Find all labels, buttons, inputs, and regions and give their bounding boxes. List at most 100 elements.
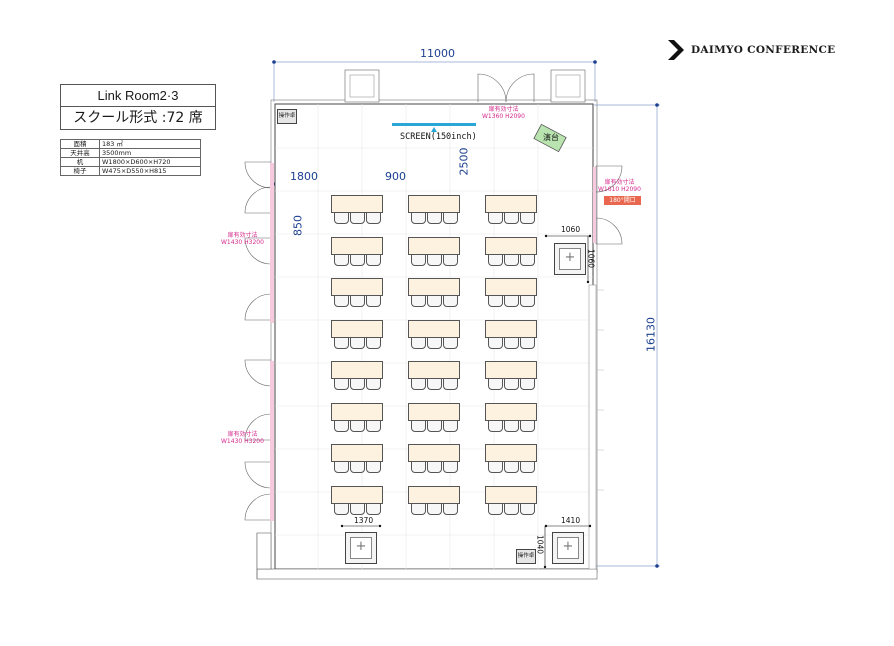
chair xyxy=(488,337,503,349)
chair xyxy=(443,212,458,224)
chair xyxy=(366,503,381,515)
spec-value: 3500mm xyxy=(99,148,201,158)
desk-top xyxy=(485,320,537,338)
chair xyxy=(443,337,458,349)
chair xyxy=(334,503,349,515)
desk-top xyxy=(485,195,537,213)
chair xyxy=(350,420,365,432)
chair xyxy=(443,378,458,390)
spec-label: 面積 xyxy=(60,139,100,149)
chair xyxy=(488,212,503,224)
chair xyxy=(488,420,503,432)
desk-unit xyxy=(331,237,383,266)
chair xyxy=(520,461,535,473)
chair xyxy=(427,420,442,432)
dimension-pillar-a-depth: 1060 xyxy=(586,248,596,269)
door-note-right: 扉有効寸法 W1610 H2090 xyxy=(598,179,641,193)
chair xyxy=(520,503,535,515)
dimension-pillar-c-width: 1410 xyxy=(561,516,581,525)
spec-value: W1800×D600×H720 xyxy=(99,157,201,167)
chair xyxy=(520,295,535,307)
chair xyxy=(443,420,458,432)
desk-top xyxy=(408,237,460,255)
desk-top xyxy=(331,444,383,462)
chair xyxy=(334,254,349,266)
chair xyxy=(366,337,381,349)
chair xyxy=(334,420,349,432)
chair xyxy=(427,461,442,473)
dimension-desk-depth: 850 xyxy=(291,215,305,236)
chair xyxy=(411,420,426,432)
stage-label: 演台 xyxy=(543,133,559,142)
desk-unit xyxy=(331,195,383,224)
pillar xyxy=(345,532,377,564)
chair xyxy=(366,420,381,432)
spec-label: 天井高 xyxy=(60,148,100,158)
chair xyxy=(443,254,458,266)
desk-top xyxy=(408,195,460,213)
desk-unit xyxy=(485,361,537,390)
chair xyxy=(504,337,519,349)
chair xyxy=(504,254,519,266)
door-note-size: W1610 H2090 xyxy=(598,186,641,193)
control-panel: 操作卓 xyxy=(277,109,297,124)
chair xyxy=(520,420,535,432)
door-opening-badge: 180°開口 xyxy=(604,196,641,205)
chair xyxy=(334,378,349,390)
dimension-pillar-c-depth: 1040 xyxy=(535,534,545,555)
chair xyxy=(366,212,381,224)
chair xyxy=(504,212,519,224)
dimension-screen-to-desk: 2500 xyxy=(457,147,471,176)
desk-top xyxy=(485,237,537,255)
desk-unit xyxy=(331,486,383,515)
chair xyxy=(334,461,349,473)
chair xyxy=(411,212,426,224)
chair xyxy=(427,337,442,349)
chair xyxy=(504,378,519,390)
desk-top xyxy=(408,486,460,504)
desk-unit xyxy=(485,403,537,432)
desk-top xyxy=(485,403,537,421)
chair xyxy=(350,212,365,224)
door-note-size: W1360 H2090 xyxy=(482,113,525,120)
chair xyxy=(427,503,442,515)
chair xyxy=(520,378,535,390)
dimension-total-width: 11000 xyxy=(420,47,455,60)
chair xyxy=(366,378,381,390)
spec-label: 椅子 xyxy=(60,166,100,176)
door-note-left-upper: 扉有効寸法 W1430 H3200 xyxy=(221,232,264,246)
pillar xyxy=(552,532,584,564)
desk-top xyxy=(331,278,383,296)
chair xyxy=(411,378,426,390)
desk-top xyxy=(331,486,383,504)
chair xyxy=(350,378,365,390)
desk-unit xyxy=(331,361,383,390)
desk-top xyxy=(331,195,383,213)
chair xyxy=(427,378,442,390)
chair xyxy=(350,461,365,473)
brand-logo-icon xyxy=(668,40,684,60)
chair xyxy=(504,503,519,515)
desk-unit xyxy=(485,237,537,266)
chair xyxy=(366,461,381,473)
door-note-title: 扉有効寸法 xyxy=(227,232,258,239)
chair xyxy=(366,295,381,307)
chair xyxy=(350,254,365,266)
desk-top xyxy=(331,237,383,255)
control-panel: 操作卓 xyxy=(516,549,536,564)
desk-top xyxy=(408,278,460,296)
door-note-top: 扉有効寸法 W1360 H2090 xyxy=(482,106,525,120)
screen-label: SCREEN(150inch) xyxy=(400,132,477,142)
desk-unit xyxy=(331,278,383,307)
chair xyxy=(520,254,535,266)
chair xyxy=(350,295,365,307)
desk-top xyxy=(408,403,460,421)
room-card: Link Room2·3 スクール形式 :72 席 xyxy=(60,84,216,130)
door-note-size: W1430 H3200 xyxy=(221,438,264,445)
brand-name: DAIMYO CONFERENCE xyxy=(691,44,836,56)
chair xyxy=(520,337,535,349)
chair xyxy=(334,337,349,349)
